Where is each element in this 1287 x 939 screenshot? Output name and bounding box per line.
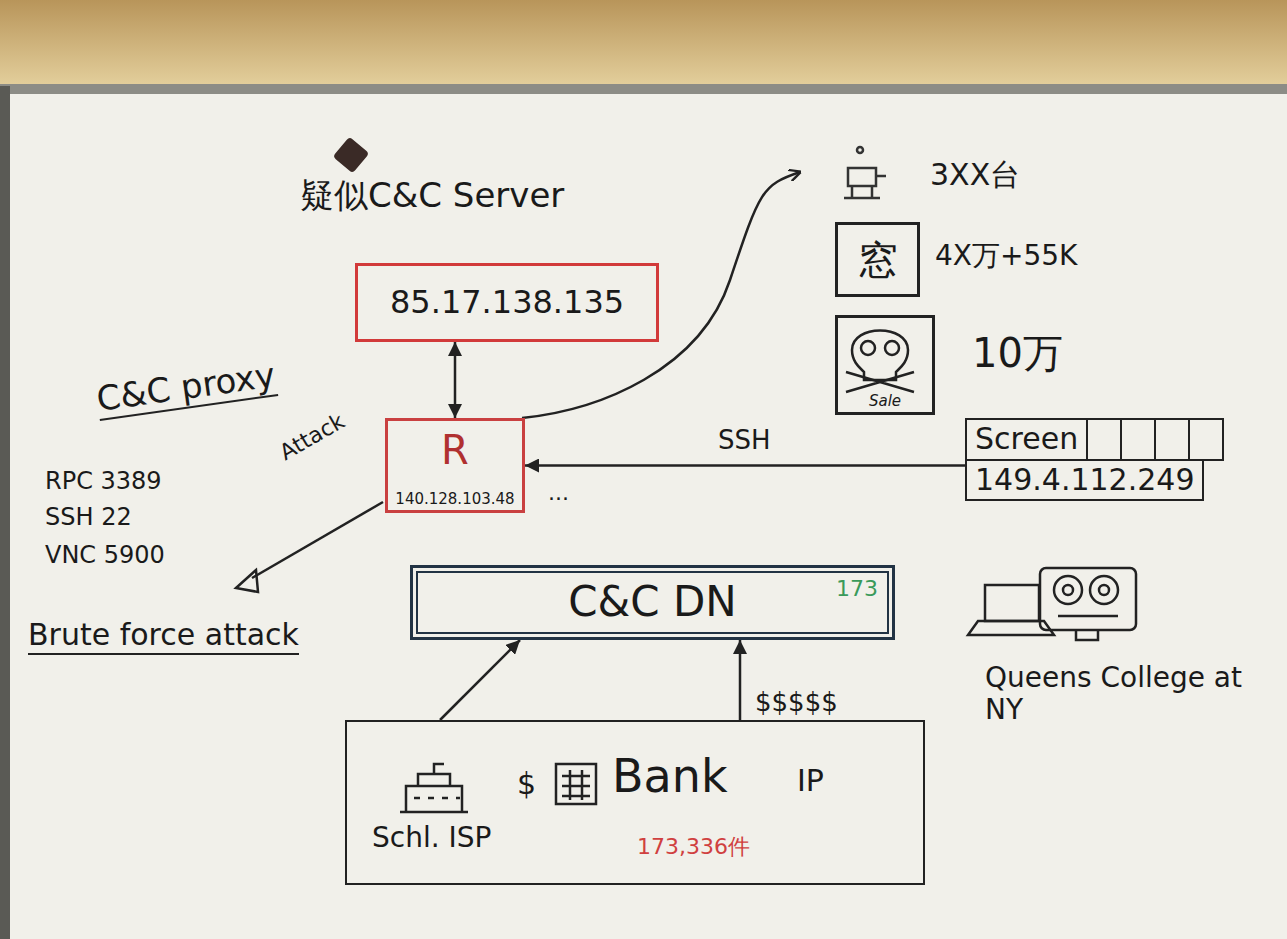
box-text: 窓 (858, 237, 898, 283)
screen-cell (1190, 418, 1224, 461)
box-text: Schl. ISP (372, 822, 491, 854)
box-text: R (441, 427, 469, 473)
box-text: IP (797, 764, 824, 799)
connector-arrow (454, 342, 457, 418)
screen-cell (1156, 418, 1190, 461)
count-label: 10万 (972, 330, 1063, 376)
box-text: Sale (869, 393, 901, 410)
screen-row: Screen (965, 418, 1224, 461)
port-label: VNC 5900 (45, 542, 165, 570)
connector-arrow (525, 464, 965, 467)
edge-label: $$$$$ (752, 688, 841, 718)
edge-label: SSH (715, 426, 774, 456)
magnet (333, 137, 370, 174)
screen-box: Screen149.4.112.249 (965, 418, 1224, 501)
source-box: Schl. ISP $ Bank IP 173,336件 (345, 720, 925, 885)
ip-address: 149.4.112.249 (965, 461, 1204, 502)
ip-address: 85.17.138.135 (355, 263, 659, 342)
location-label: Queens College at NY (985, 662, 1245, 726)
note-text: C&C proxy (94, 355, 278, 421)
skull-icon (846, 331, 914, 393)
box-text: C&C DN (568, 578, 737, 626)
count-number: 173 (836, 576, 878, 601)
wall (0, 0, 1287, 86)
board-frame (0, 84, 1287, 94)
computer-icons (968, 568, 1136, 640)
server-box: 疑似C&C Server 85.17.138.135 (300, 176, 659, 342)
count-label: 4X万+55K (935, 240, 1077, 272)
dn-box: C&C DN 173 (410, 565, 895, 640)
arrow-triangle (236, 570, 258, 592)
screen-cell (1122, 418, 1156, 461)
board-edge (0, 86, 10, 939)
connector-arrow (739, 640, 742, 720)
box-text: Screen (965, 418, 1088, 461)
box-text: Bank (612, 750, 728, 803)
count-label: 3XX台 (930, 158, 1020, 193)
port-label: SSH 22 (45, 504, 132, 532)
sale-box: Sale (835, 315, 935, 415)
port-label: RPC 3389 (45, 468, 162, 496)
attack-arrow (252, 502, 383, 578)
arrow-label: Attack (275, 408, 348, 465)
money-sign: $ (517, 767, 536, 802)
bank-icon (556, 764, 596, 804)
ellipsis: ... (548, 480, 569, 505)
proxy-box: R 140.128.103.48 (385, 418, 525, 513)
box-heading: 疑似C&C Server (300, 176, 659, 215)
connector-arrow (440, 640, 520, 720)
ip-address: 140.128.103.48 (395, 491, 514, 508)
robot-icon (844, 147, 886, 198)
count-number: 173,336件 (637, 834, 750, 859)
note-text: Brute force attack (28, 618, 299, 655)
school-icon (400, 764, 468, 812)
window-box: 窓 (835, 222, 920, 297)
screen-cell (1088, 418, 1122, 461)
